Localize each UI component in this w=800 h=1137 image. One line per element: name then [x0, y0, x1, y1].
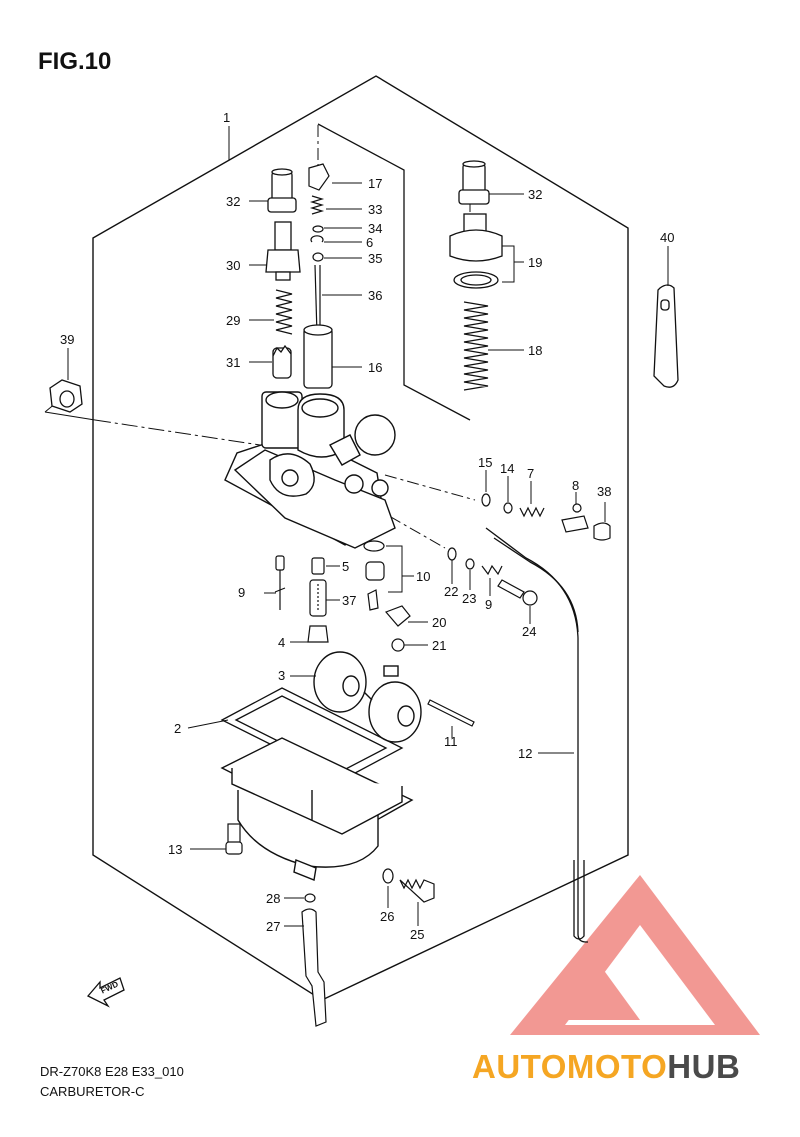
callout-9b: 9: [485, 597, 492, 612]
drain-tube: [301, 893, 327, 1027]
callout-2: 2: [174, 721, 181, 736]
plunger-part: [272, 344, 292, 379]
callout-4: 4: [278, 635, 285, 650]
callout-9a: 9: [238, 585, 245, 600]
callout-18: 18: [528, 343, 542, 358]
callout-17: 17: [368, 176, 382, 191]
callout-35: 35: [368, 251, 382, 266]
callout-1: 1: [223, 110, 230, 125]
cap-part: [267, 168, 297, 213]
watermark-part2: HUB: [667, 1048, 741, 1085]
float-part: [313, 651, 422, 743]
callout-39: 39: [60, 332, 74, 347]
float-chamber: [220, 737, 414, 881]
watermark-text: AUTOMOTOHUB: [472, 1048, 740, 1086]
pilot-screw-parts: [481, 493, 611, 541]
callout-15: 15: [478, 455, 492, 470]
callout-6: 6: [366, 235, 373, 250]
callout-22: 22: [444, 584, 458, 599]
callout-34: 34: [368, 221, 382, 236]
leader-lines: [67, 126, 669, 927]
callout-19: 19: [528, 255, 542, 270]
callout-8: 8: [572, 478, 579, 493]
spring-right: [463, 301, 489, 391]
watermark-logo: [510, 875, 760, 1035]
subassembly-bracket: [317, 123, 471, 421]
callout-13: 13: [168, 842, 182, 857]
carburetor-body: [224, 391, 396, 549]
spring-left: [275, 289, 293, 335]
callout-16: 16: [368, 360, 382, 375]
callout-36: 36: [368, 288, 382, 303]
diagram-caption: CARBURETOR-C: [40, 1084, 145, 1099]
callout-20: 20: [432, 615, 446, 630]
callout-37: 37: [342, 593, 356, 608]
callout-numbers: 1 2 3 4 5 6 7 8 9 9 10 11 12 13 14 15 16…: [60, 110, 674, 942]
callout-31: 31: [226, 355, 240, 370]
callout-26: 26: [380, 909, 394, 924]
jet-parts: [274, 555, 329, 643]
watermark-part1: AUTOMOTO: [472, 1048, 668, 1085]
nut-part: [49, 379, 83, 413]
float-valve-parts: [363, 540, 411, 652]
overflow-hose: [485, 527, 588, 943]
adjuster-part: [265, 221, 301, 281]
callout-5: 5: [342, 559, 349, 574]
lever-part: [653, 284, 679, 388]
idle-screw-parts: [447, 547, 538, 606]
callout-29: 29: [226, 313, 240, 328]
callout-14: 14: [500, 461, 514, 476]
callout-30: 30: [226, 258, 240, 273]
model-code: DR-Z70K8 E28 E33_010: [40, 1064, 184, 1079]
callout-7: 7: [527, 466, 534, 481]
callout-12: 12: [518, 746, 532, 761]
needle-assembly: [308, 163, 330, 336]
fwd-arrow-icon: FWD: [86, 977, 125, 1008]
callout-38: 38: [597, 484, 611, 499]
drain-screw: [382, 868, 435, 903]
callout-32b: 32: [528, 187, 542, 202]
callout-11: 11: [444, 734, 458, 749]
callout-21: 21: [432, 638, 446, 653]
callout-33: 33: [368, 202, 382, 217]
callout-40: 40: [660, 230, 674, 245]
figure-title: FIG.10: [38, 48, 112, 75]
pin-part: [427, 699, 475, 727]
callout-28: 28: [266, 891, 280, 906]
callout-27: 27: [266, 919, 280, 934]
right-top-parts: [449, 160, 503, 289]
throttle-valve: [303, 324, 333, 389]
callout-23: 23: [462, 591, 476, 606]
callout-25: 25: [410, 927, 424, 942]
callout-10: 10: [416, 569, 430, 584]
callout-3: 3: [278, 668, 285, 683]
screw-part: [225, 823, 243, 855]
callout-32a: 32: [226, 194, 240, 209]
assembly-outline: [92, 75, 629, 1001]
callout-24: 24: [522, 624, 536, 639]
